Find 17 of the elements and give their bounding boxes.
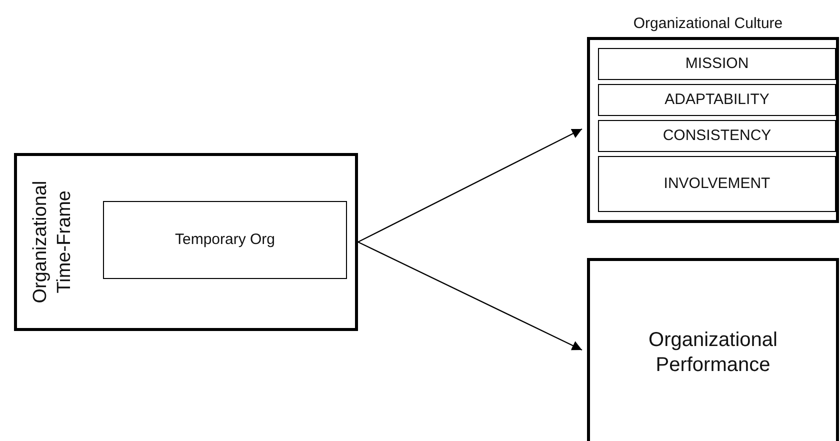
list-row — [598, 84, 836, 116]
vertical-label: Organizational Time-Frame — [29, 180, 76, 304]
process-box — [587, 258, 839, 441]
process-box — [103, 201, 347, 279]
box-label: Temporary Org — [174, 230, 276, 250]
box-label: INVOLVEMENT — [664, 174, 770, 194]
box-label: ADAPTABILITY — [664, 90, 770, 110]
arrow — [358, 241, 582, 351]
frame-box — [14, 153, 358, 331]
list-row — [598, 120, 836, 152]
list-row — [598, 48, 836, 80]
box-label: Organizational Performance — [648, 328, 778, 378]
box-label: CONSISTENCY — [662, 126, 772, 146]
list-row — [598, 156, 836, 212]
group-heading: Organizational Culture — [632, 15, 784, 34]
box-label: MISSION — [685, 54, 749, 74]
arrow — [358, 128, 582, 243]
